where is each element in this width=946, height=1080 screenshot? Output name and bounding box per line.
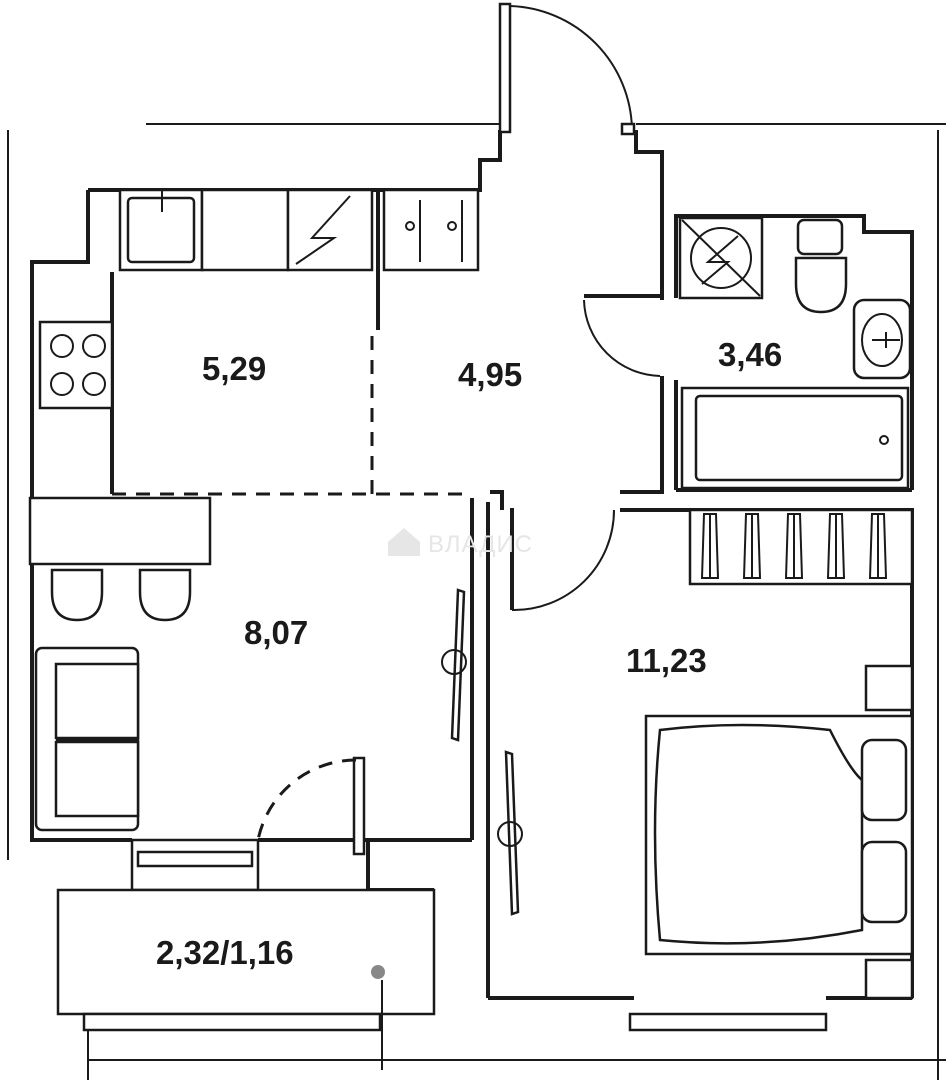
bed <box>644 714 914 956</box>
room-labels: 5,29 4,95 3,46 8,07 11,23 2,32/1,16 <box>156 336 782 971</box>
watermark-text: ВЛАДИС <box>428 531 533 558</box>
balcony-area-label: 2,32/1,16 <box>156 934 294 971</box>
dining-table <box>28 496 212 622</box>
wardrobe <box>688 508 914 586</box>
hall-area-label: 4,95 <box>458 356 522 393</box>
house-logo-icon <box>388 528 420 556</box>
watermark: ВЛАДИС <box>388 528 533 558</box>
nightstand-top <box>864 664 914 712</box>
measure-point-icon <box>371 965 385 979</box>
bedroom-area-label: 11,23 <box>626 642 707 679</box>
kitchen-area-label: 5,29 <box>202 350 266 387</box>
balcony <box>56 756 828 1070</box>
kitchen-counter <box>118 188 480 272</box>
sofa <box>34 646 140 832</box>
interior-doors <box>441 294 662 916</box>
stove <box>38 320 114 410</box>
bathroom-fixtures <box>678 216 912 490</box>
nightstand-bottom <box>864 958 914 1000</box>
bathroom-area-label: 3,46 <box>718 336 782 373</box>
living-area-label: 8,07 <box>244 614 308 651</box>
entrance-door <box>498 2 636 136</box>
zone-dividers <box>112 336 472 496</box>
